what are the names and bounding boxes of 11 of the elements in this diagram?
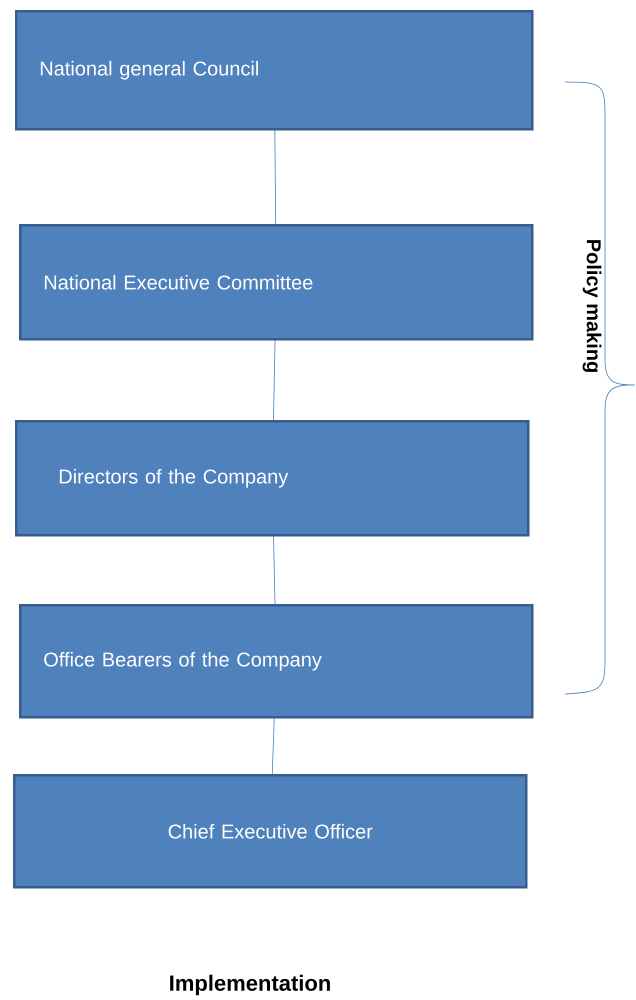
- process-box: National Executive Committee: [19, 224, 534, 340]
- connector-line: [274, 130, 276, 224]
- process-box: Directors of the Company: [15, 420, 530, 536]
- caption-text: Implementation: [170, 974, 330, 996]
- process-box: Chief Executive Officer: [13, 774, 528, 888]
- connector-line: [273, 340, 276, 420]
- process-box: National general Council: [15, 10, 534, 130]
- process-box: Office Bearers of the Company: [19, 604, 534, 718]
- connector-line: [272, 718, 275, 774]
- bracket-label: Policy making: [582, 240, 602, 372]
- connector-line: [273, 536, 276, 604]
